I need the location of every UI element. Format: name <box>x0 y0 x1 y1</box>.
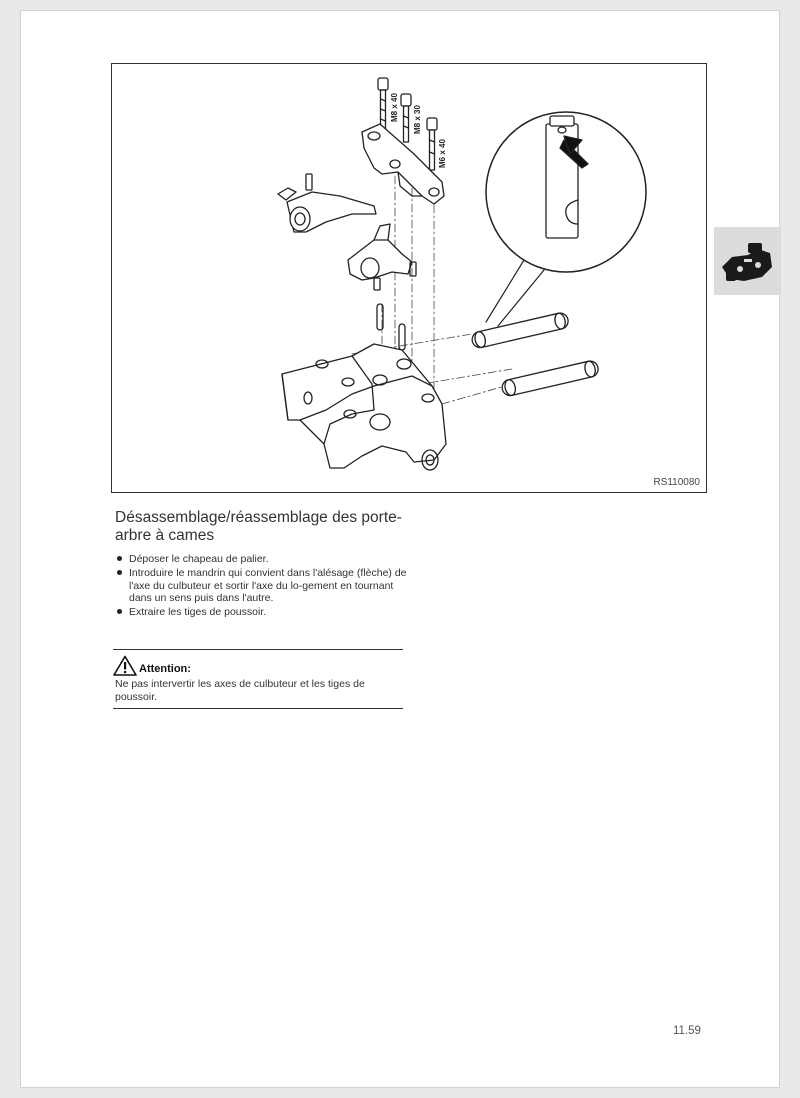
section-heading: Désassemblage/réassemblage des porte-arb… <box>115 509 402 544</box>
figure-reference: RS110080 <box>653 477 700 488</box>
bolt-label: M8 x 30 <box>413 105 422 134</box>
attention-box: Attention: Ne pas intervertir les axes d… <box>113 649 403 709</box>
manual-page: M8 x 40 M8 x 30 M6 x 40 RS110080 Désasse… <box>20 10 781 1088</box>
list-item: Introduire le mandrin qui convient dans … <box>115 567 415 605</box>
list-item: Extraire les tiges de poussoir. <box>115 606 415 619</box>
warning-triangle-icon <box>113 655 137 676</box>
camshaft-carrier-illustration: M8 x 40 M8 x 30 M6 x 40 <box>277 77 647 471</box>
step-text: Extraire les tiges de poussoir. <box>129 606 267 618</box>
bullet-icon <box>117 609 122 614</box>
procedure-steps: Déposer le chapeau de palier. Introduire… <box>115 553 415 620</box>
bolt-label: M6 x 40 <box>438 139 447 168</box>
chapter-tab[interactable] <box>714 227 781 295</box>
engine-icon <box>722 243 772 281</box>
bullet-icon <box>117 570 122 575</box>
bullet-icon <box>117 556 122 561</box>
attention-title: Attention: <box>139 663 191 675</box>
step-text: Déposer le chapeau de palier. <box>129 553 269 565</box>
bolt-label: M8 x 40 <box>390 93 399 122</box>
page-number: 11.59 <box>673 1025 701 1037</box>
list-item: Déposer le chapeau de palier. <box>115 553 415 566</box>
attention-text: Ne pas intervertir les axes de culbuteur… <box>115 678 365 703</box>
step-text: Introduire le mandrin qui convient dans … <box>129 567 407 604</box>
exploded-view-figure: M8 x 40 M8 x 30 M6 x 40 RS110080 <box>111 63 707 493</box>
